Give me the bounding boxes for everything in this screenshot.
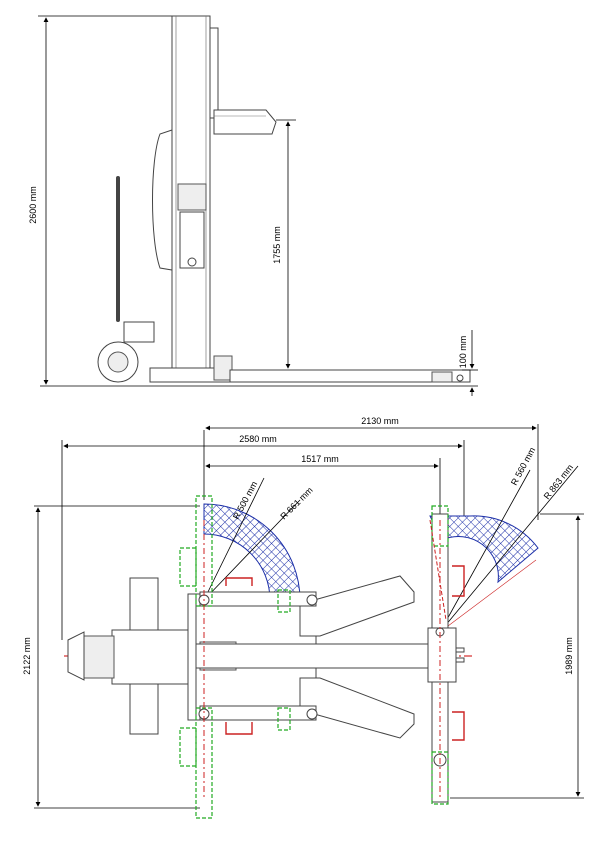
right-hub [427,627,457,683]
radius-right-inner-label: R 560 mm [509,446,537,487]
dim-fork-height-label: 100 mm [458,336,468,369]
dim-right-depth: 1989 mm [450,513,584,799]
side-view: 2600 mm 1755 mm [28,15,478,396]
fork-lower [299,677,415,739]
dim-overall-length: 2580 mm [61,434,465,640]
dim-axle-spacing-label: 1517 mm [301,454,339,464]
dim-overall-width: 2130 mm [203,416,539,520]
radius-right-outer-label: R 863 mm [542,462,575,501]
dim-total-height-label: 2600 mm [28,186,38,224]
wheel-right-upper [431,505,449,547]
handle-left-upper [225,577,253,586]
dim-overall-length-label: 2580 mm [239,434,277,444]
dim-axle-spacing: 1517 mm [205,454,441,520]
main-beam [195,643,447,669]
axle-arm-lower [199,705,317,721]
handle-left-lower [225,722,253,735]
turn-zone-right [429,515,539,584]
wheel-guard [152,129,173,271]
dim-right-depth-label: 1989 mm [564,637,574,675]
top-view: 2130 mm 2580 mm 1517 mm 2122 mm 198 [22,416,584,819]
motor-block [111,629,189,685]
handle-right-upper [452,565,465,597]
motor-unit [177,183,207,211]
lift-arm [213,109,277,135]
caster-housing [123,321,155,343]
dim-left-depth: 2122 mm [22,505,200,809]
radius-left-outer-label: R 661 mm [278,485,314,521]
dim-lift-height-label: 1755 mm [272,226,282,264]
dim-left-depth-label: 2122 mm [22,637,32,675]
axle-arm-upper [199,591,317,607]
fork-upper [299,575,415,637]
handle-right-lower [452,711,465,741]
dim-overall-width-label: 2130 mm [361,416,399,426]
wheel-right-lower [431,751,449,805]
dim-lift-height: 1755 mm [272,119,296,369]
fork [229,369,471,383]
dim-fork-height: 100 mm [458,330,478,396]
carriage-plate [209,27,219,119]
